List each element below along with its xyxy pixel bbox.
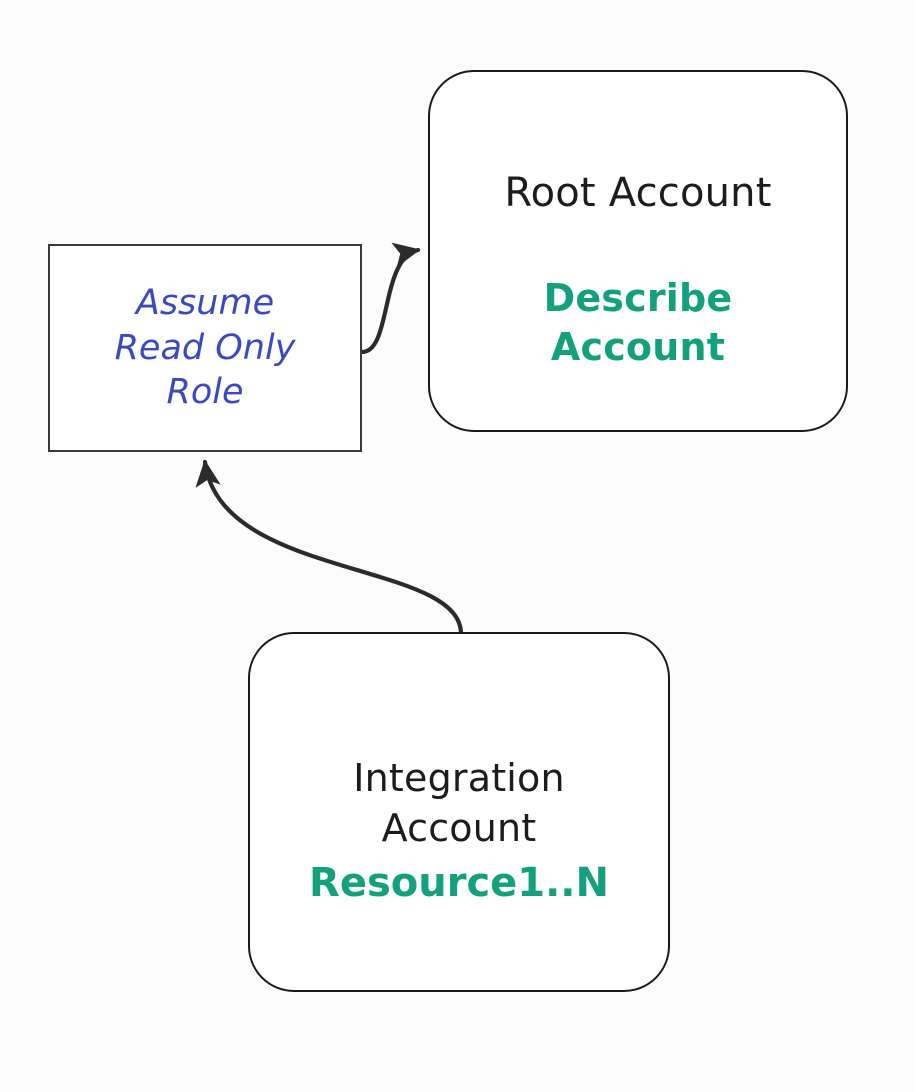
integration-account-title-line2: Account (381, 806, 537, 850)
edge-integration-account-to-assume-role (195, 459, 464, 637)
assume-role-line1: Assume (135, 282, 275, 323)
integration-account-resources: Resource1..N (309, 860, 609, 907)
root-account-action: Describe Account (544, 274, 733, 371)
integration-account-title: Integration Account (353, 753, 565, 853)
root-account-title: Root Account (504, 170, 772, 217)
assume-role-line2: Read Only (114, 327, 296, 368)
edge-assume-role-to-root-account (359, 242, 421, 355)
node-assume-read-only-role[interactable]: Assume Read Only Role (48, 244, 362, 452)
assume-role-label: Assume Read Only Role (105, 281, 306, 415)
root-account-action-line2: Account (550, 325, 726, 369)
node-integration-account[interactable]: Integration Account Resource1..N (248, 632, 670, 992)
integration-account-title-line1: Integration (353, 755, 565, 800)
node-root-account[interactable]: Root Account Describe Account (428, 70, 848, 432)
root-account-action-line1: Describe (543, 276, 733, 321)
assume-role-line3: Role (166, 372, 244, 413)
